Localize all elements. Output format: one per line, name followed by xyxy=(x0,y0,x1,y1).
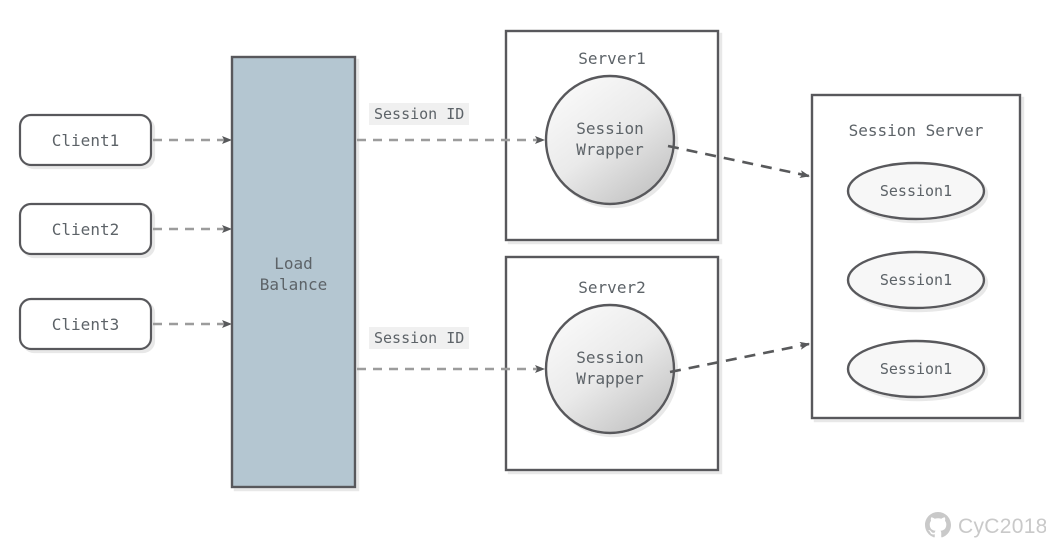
load-balancer-node[interactable] xyxy=(230,55,357,489)
watermark-text: CyC2018 xyxy=(958,515,1046,538)
watermark: CyC2018 xyxy=(925,512,1046,542)
edge-server1-to-session-server xyxy=(667,144,810,179)
edge-server2-to-session-server xyxy=(669,341,810,374)
session-wrapper-circle-2 xyxy=(544,303,676,435)
server-node-1[interactable] xyxy=(504,29,720,242)
session-ellipse-3 xyxy=(846,339,986,399)
client-node-1[interactable] xyxy=(18,113,153,167)
github-octocat-icon xyxy=(925,512,951,542)
client-node-3[interactable] xyxy=(18,297,153,351)
session-ellipse-1 xyxy=(846,161,986,221)
edge-label-session-id-1: Session ID xyxy=(369,103,470,125)
server-node-2[interactable] xyxy=(504,255,720,472)
session-ellipse-2 xyxy=(846,250,986,310)
client-node-2[interactable] xyxy=(18,202,153,256)
edge-label-session-id-2: Session ID xyxy=(369,327,470,349)
session-server-node[interactable] xyxy=(810,93,1022,420)
session-wrapper-circle-1 xyxy=(544,74,676,206)
